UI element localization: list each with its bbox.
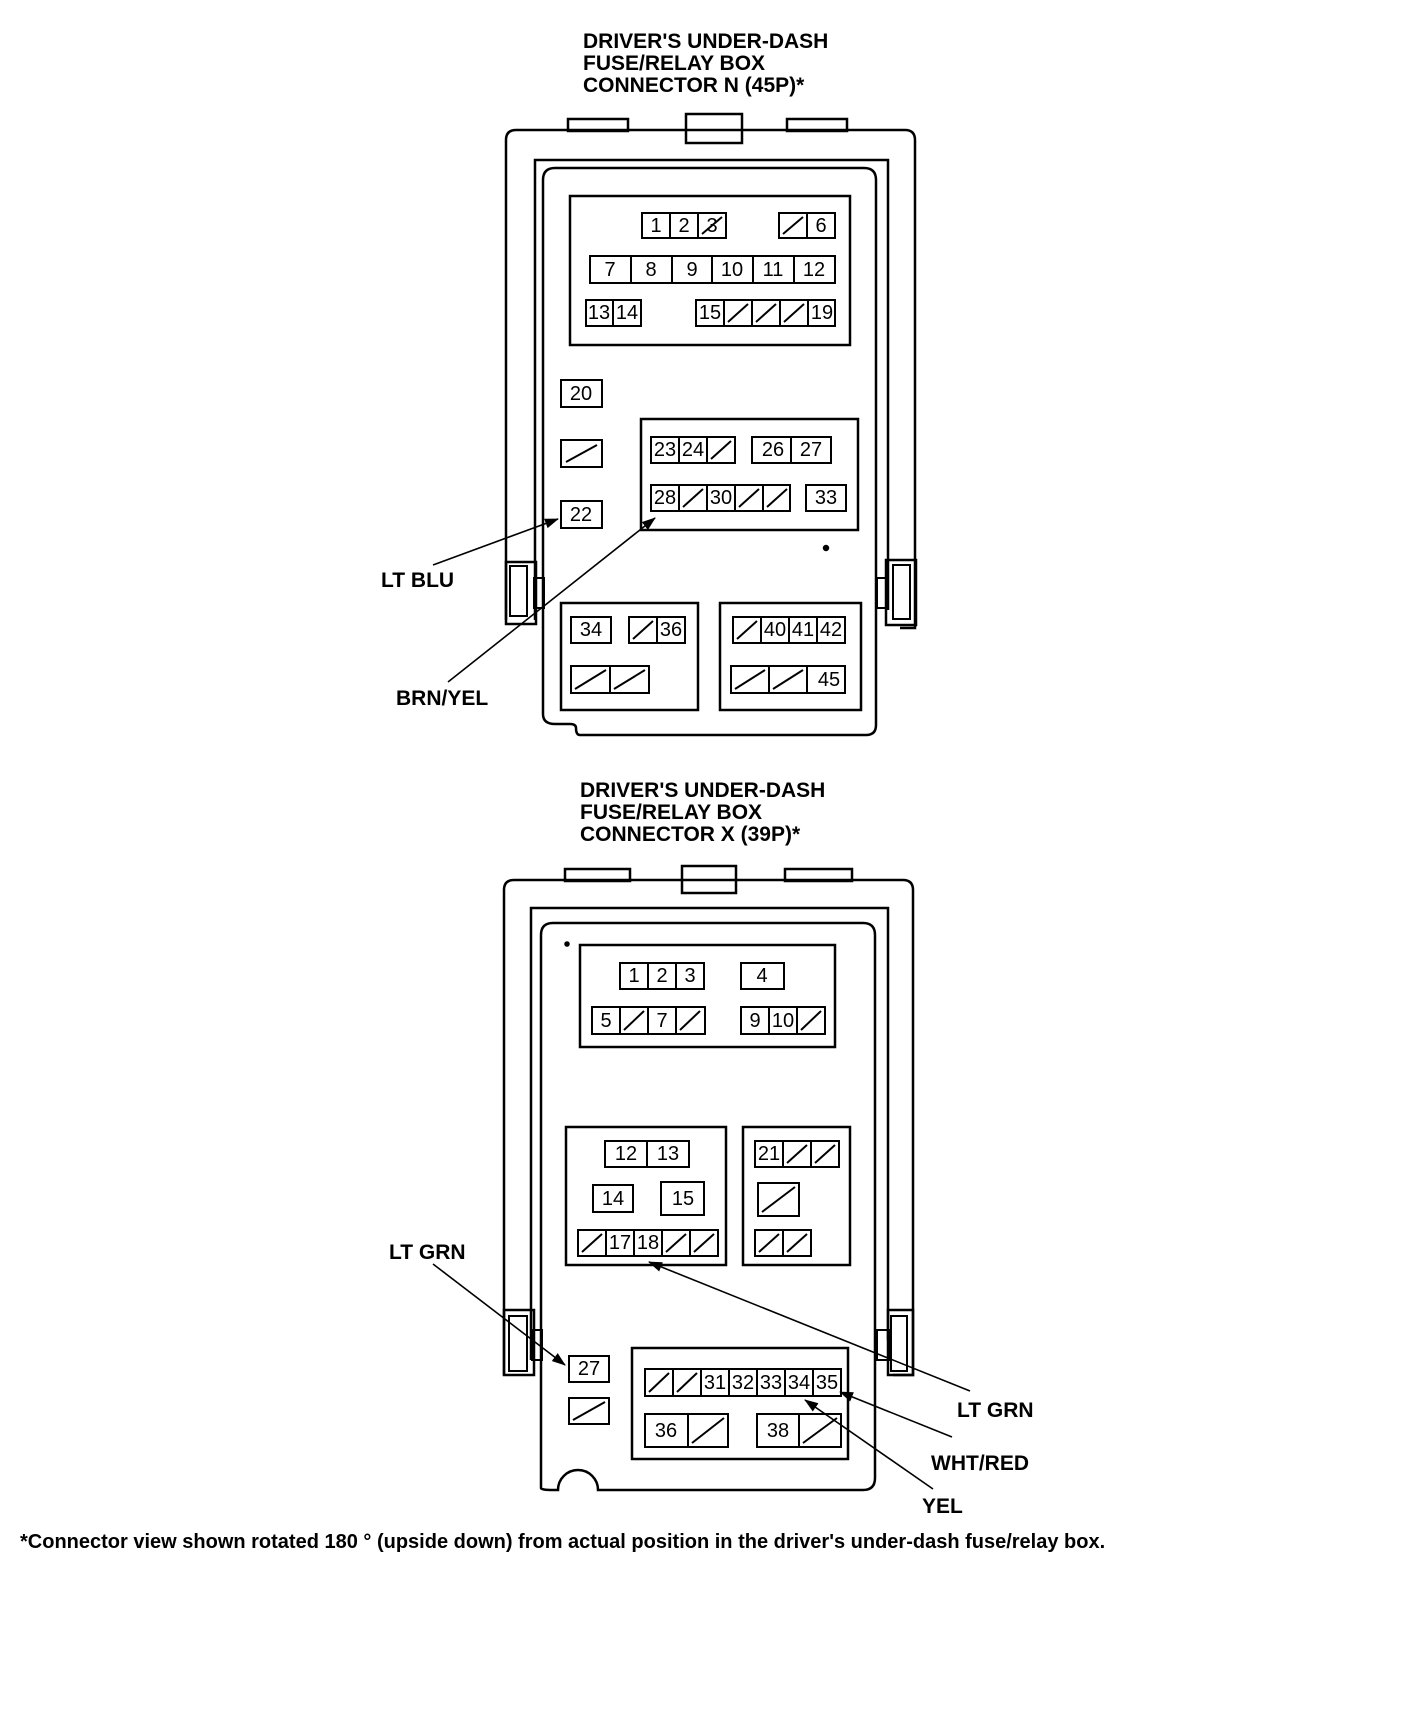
connector-x-title-line-2: FUSE/RELAY BOX <box>580 801 762 824</box>
connector-x-pin-36: 36 <box>655 1420 677 1442</box>
connector-n-pin-3: 3 <box>706 215 717 237</box>
connector-x-title-line-3: CONNECTOR X (39P)* <box>580 823 801 846</box>
connector-x-pin-7: 7 <box>656 1010 667 1032</box>
connector-x-pin-33: 33 <box>760 1372 782 1394</box>
connector-n-pin-45: 45 <box>818 669 840 691</box>
connector-n-pin-20: 20 <box>570 383 592 405</box>
connector-x-title-line-1: DRIVER'S UNDER-DASH <box>580 779 825 802</box>
connector-n-pin-12: 12 <box>803 259 825 281</box>
connector-n-pin-13: 13 <box>588 302 610 324</box>
connector-x-pin-14: 14 <box>602 1188 624 1210</box>
connector-x-pin-35: 35 <box>816 1372 838 1394</box>
connector-n-pin-7: 7 <box>604 259 615 281</box>
connector-n-pin-22: 22 <box>570 504 592 526</box>
connector-n-pin-41: 41 <box>792 619 814 641</box>
wire-label-lt-blu: LT BLU <box>381 569 454 592</box>
connector-n-pin-14: 14 <box>616 302 638 324</box>
connector-n-title-line-2: FUSE/RELAY BOX <box>583 52 765 75</box>
leader-line-28 <box>447 517 656 683</box>
connector-n-pin-15: 15 <box>699 302 721 324</box>
connector-n-pin-24: 24 <box>682 439 704 461</box>
connector-x-pin-1: 1 <box>628 965 639 987</box>
connector-x-pin-21: 21 <box>758 1143 780 1165</box>
wire-label-wht-red: WHT/RED <box>931 1452 1029 1475</box>
connector-n-pin-6: 6 <box>815 215 826 237</box>
connector-x-pin-10: 10 <box>772 1010 794 1032</box>
connector-n-pin-23: 23 <box>654 439 676 461</box>
wire-label-yel: YEL <box>922 1495 963 1518</box>
leader-line-22 <box>432 518 559 566</box>
wire-label-lt-grn-27: LT GRN <box>389 1241 466 1264</box>
connector-x-pin-38: 38 <box>767 1420 789 1442</box>
connector-x-cavities <box>568 962 842 1448</box>
connector-x-pin-18: 18 <box>637 1232 659 1254</box>
connector-x-pin-3: 3 <box>684 965 695 987</box>
connector-x-pin-31: 31 <box>704 1372 726 1394</box>
connector-n-cavities <box>560 212 847 694</box>
connector-x-pin-12: 12 <box>615 1143 637 1165</box>
connector-x-pin-4: 4 <box>756 965 767 987</box>
connector-x-pin-17: 17 <box>609 1232 631 1254</box>
connector-x-pin-32: 32 <box>732 1372 754 1394</box>
connector-n-housing <box>504 112 918 737</box>
connector-n-pin-19: 19 <box>811 302 833 324</box>
connector-x-pin-15: 15 <box>672 1188 694 1210</box>
connector-x-pin-13: 13 <box>657 1143 679 1165</box>
connector-n-pin-9: 9 <box>686 259 697 281</box>
footnote: *Connector view shown rotated 180 ° (ups… <box>20 1531 1105 1553</box>
connector-x-pin-27: 27 <box>578 1358 600 1380</box>
connector-n: DRIVER'S UNDER-DASH FUSE/RELAY BOX CONNE… <box>381 30 918 737</box>
leader-line-35 <box>839 1391 953 1438</box>
connector-n-leader-lines <box>432 517 656 683</box>
connector-n-pin-10: 10 <box>721 259 743 281</box>
connector-x-pin-9: 9 <box>749 1010 760 1032</box>
connector-n-pin-34: 34 <box>580 619 602 641</box>
connector-n-pin-2: 2 <box>678 215 689 237</box>
connector-n-pin-28: 28 <box>654 487 676 509</box>
leader-line-18 <box>648 1261 971 1392</box>
connector-x-leader-lines <box>432 1261 971 1490</box>
connector-n-pin-8: 8 <box>645 259 656 281</box>
connector-x: DRIVER'S UNDER-DASH FUSE/RELAY BOX CONNE… <box>389 779 1034 1518</box>
connector-x-pin-5: 5 <box>600 1010 611 1032</box>
connector-n-pin-33: 33 <box>815 487 837 509</box>
connector-n-pin-42: 42 <box>820 619 842 641</box>
connector-n-pin-1: 1 <box>650 215 661 237</box>
connector-n-pin-30: 30 <box>710 487 732 509</box>
connector-x-housing <box>502 864 915 1492</box>
connector-n-title-line-1: DRIVER'S UNDER-DASH <box>583 30 828 53</box>
leader-line-27 <box>432 1263 566 1366</box>
connector-n-pin-11: 11 <box>763 259 784 281</box>
connector-x-pin-34: 34 <box>788 1372 810 1394</box>
connector-n-title-line-3: CONNECTOR N (45P)* <box>583 74 805 97</box>
wire-label-lt-grn-18: LT GRN <box>957 1399 1034 1422</box>
leader-line-34 <box>804 1399 934 1490</box>
connector-n-pin-36: 36 <box>660 619 682 641</box>
connector-n-pin-27: 27 <box>800 439 822 461</box>
connector-n-pin-26: 26 <box>762 439 784 461</box>
wire-label-brn-yel: BRN/YEL <box>396 687 488 710</box>
connector-x-pin-2: 2 <box>656 965 667 987</box>
connector-n-pin-40: 40 <box>764 619 786 641</box>
